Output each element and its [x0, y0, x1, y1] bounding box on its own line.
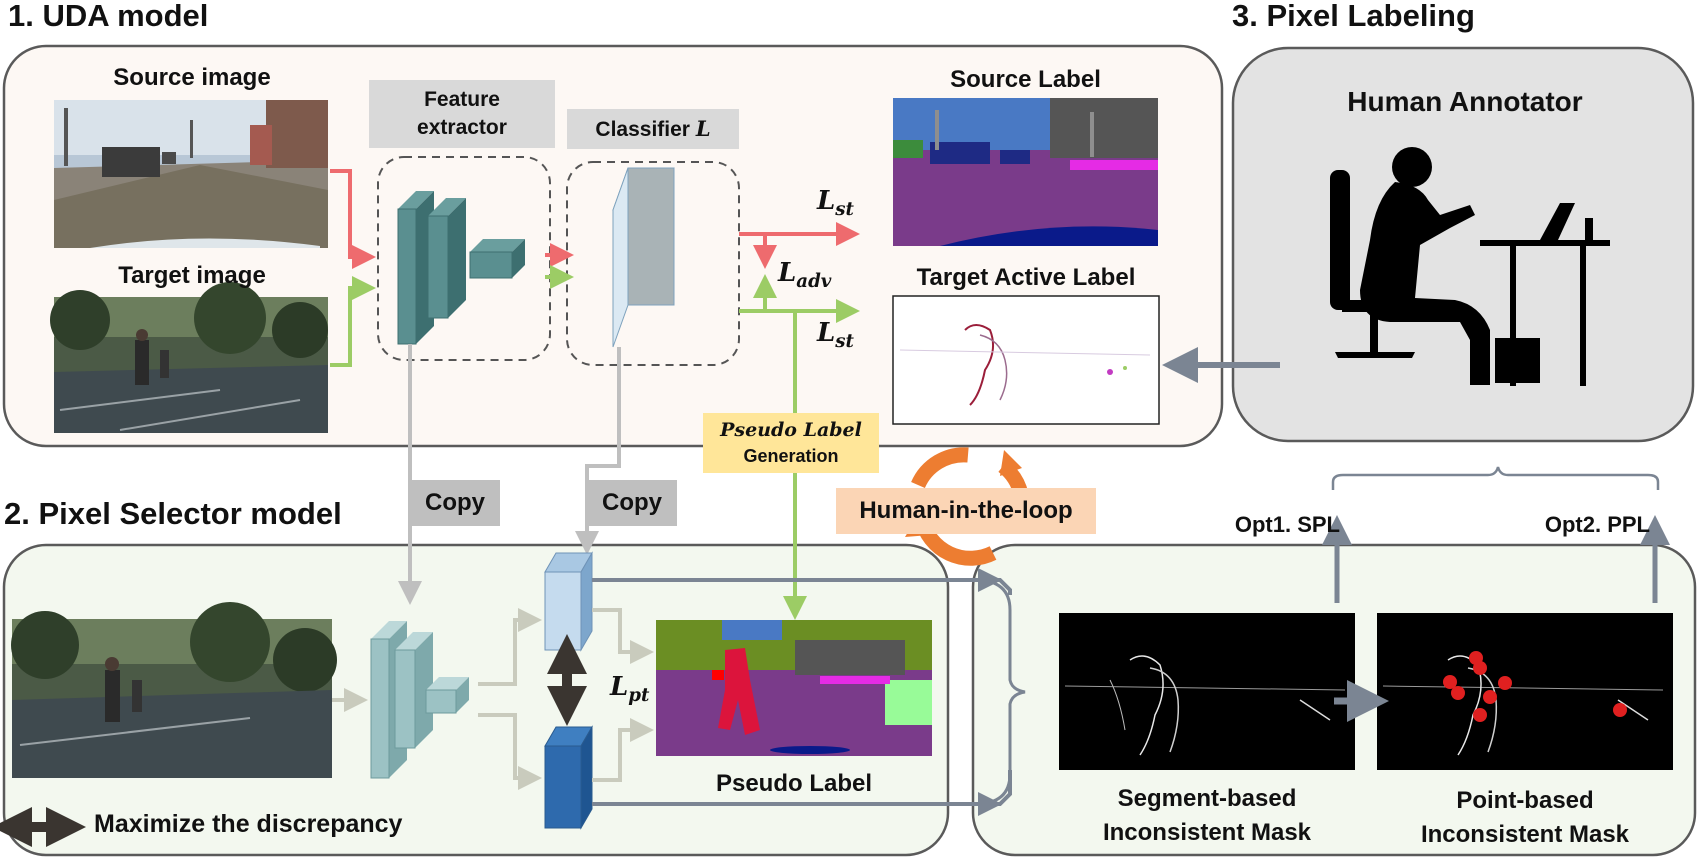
opt2-label: Opt2. PPL	[1544, 512, 1650, 537]
point-mask-caption: Point-based Inconsistent Mask	[1420, 787, 1630, 848]
source-label-title: Source Label	[950, 66, 1101, 93]
lpt-label: Lpt	[610, 672, 650, 707]
selector-to-classifier2	[478, 713, 542, 790]
cls1-to-mask-line	[592, 578, 1012, 595]
human-annotator-figure	[1330, 147, 1610, 386]
labeling-panel	[1231, 46, 1695, 443]
segment-mask-caption: Segment-based Inconsistent Mask	[1102, 785, 1312, 846]
selector-classifier-1	[544, 551, 593, 652]
feature-extractor-box	[377, 156, 551, 361]
opt1-label: Opt1. SPL	[1234, 512, 1340, 537]
classifier-label: Classifier L	[567, 109, 739, 149]
maximize-discrepancy-label: Maximize the discrepancy	[94, 810, 403, 838]
human-annotator-title: Human Annotator	[1347, 86, 1583, 117]
uda-section-title: 1. UDA model	[8, 0, 209, 33]
classifier-shape	[612, 167, 675, 348]
selector-to-classifier1	[478, 608, 542, 686]
selector-classifier-2	[544, 725, 593, 830]
human-in-the-loop-label: Human-in-the-loop	[836, 488, 1096, 534]
source-flow-arrow	[330, 169, 376, 269]
cls1-to-pseudo	[592, 608, 654, 664]
target-image	[50, 282, 328, 433]
target-flow-arrow	[330, 276, 376, 367]
options-brace	[1331, 466, 1660, 490]
pseudo-label-title: Pseudo Label	[715, 770, 873, 797]
selector-feature-extractor	[370, 621, 469, 779]
cls2-to-pseudo	[592, 718, 654, 782]
lst-top-label: Lst	[817, 186, 854, 221]
pseudo-label-image	[656, 620, 932, 756]
lst-bottom-label: Lst	[817, 318, 854, 353]
copy-classifier-label: Copy	[587, 480, 677, 526]
target-active-label-image	[892, 295, 1160, 425]
pseudo-label-generation-box: Pseudo Label Generation	[703, 413, 879, 473]
source-label-image	[893, 98, 1158, 246]
selector-target-image	[11, 602, 337, 778]
labeling-section-title: 3. Pixel Labeling	[1232, 0, 1475, 33]
target-image-label: Target image	[118, 262, 266, 289]
source-image-label: Source image	[113, 64, 271, 91]
mask-brace	[974, 578, 1026, 806]
selector-section-title: 2. Pixel Selector model	[4, 496, 342, 531]
segment-mask-image	[1059, 613, 1355, 770]
source-image	[54, 100, 328, 248]
point-mask-image	[1377, 613, 1673, 770]
copy-feature-label: Copy	[410, 480, 500, 526]
target-active-label-title: Target Active Label	[916, 264, 1136, 291]
feature-extractor-label: Feature extractor	[369, 80, 555, 148]
feature-extractor-shape	[397, 191, 525, 345]
ladv-label: Ladv	[778, 258, 832, 293]
